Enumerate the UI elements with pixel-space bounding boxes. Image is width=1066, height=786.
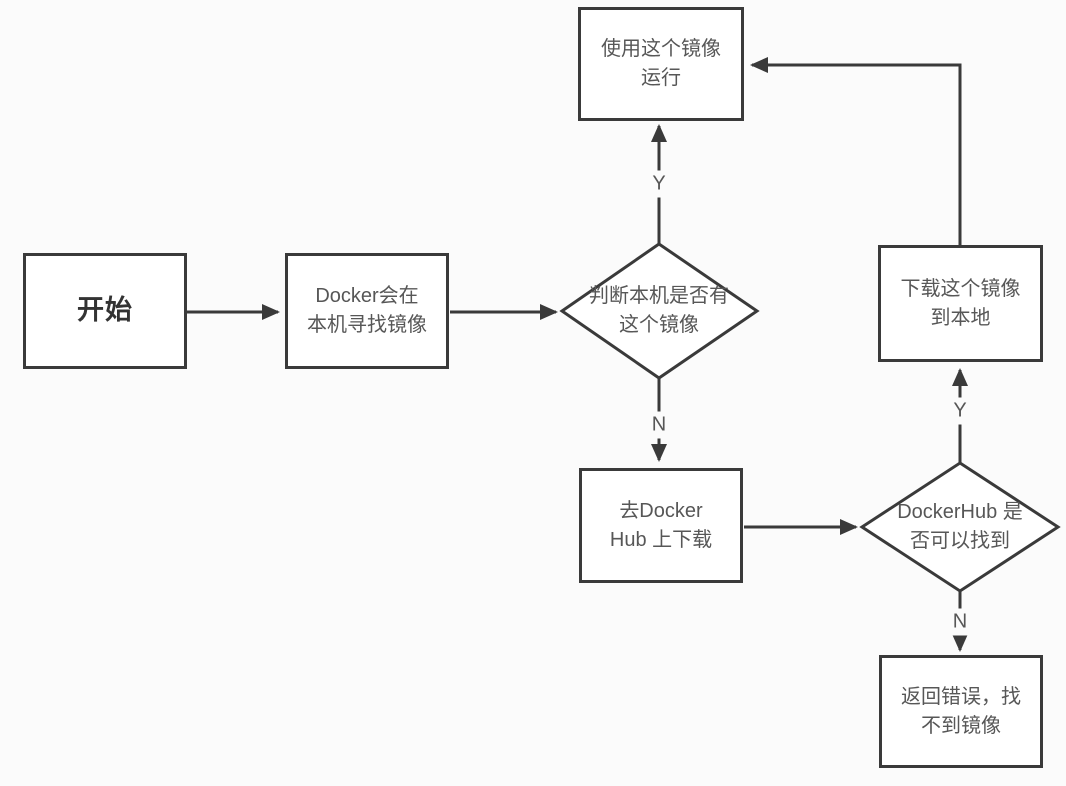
node-find-local-image: Docker会在 本机寻找镜像 <box>285 253 449 369</box>
node-run-image: 使用这个镜像 运行 <box>578 7 744 121</box>
node-goto-dockerhub: 去Docker Hub 上下载 <box>579 468 743 583</box>
edge-label-local-yes: Y <box>647 170 671 198</box>
node-check-dockerhub-label: DockerHub 是 否可以找到 <box>897 501 1023 552</box>
node-download-image: 下载这个镜像 到本地 <box>878 245 1043 362</box>
edge-label-hub-no: N <box>947 608 973 636</box>
decision-local-image-diamond <box>559 242 760 380</box>
decision-dockerhub-diamond <box>859 461 1061 593</box>
node-return-error: 返回错误，找 不到镜像 <box>879 655 1043 768</box>
node-start: 开始 <box>23 253 187 369</box>
edge-label-local-no: N <box>646 411 672 439</box>
arrow-download-to-run-image <box>750 57 962 245</box>
node-check-local-image-label: 判断本机是否有 这个镜像 <box>589 285 729 336</box>
edge-label-hub-yes: Y <box>948 397 972 425</box>
